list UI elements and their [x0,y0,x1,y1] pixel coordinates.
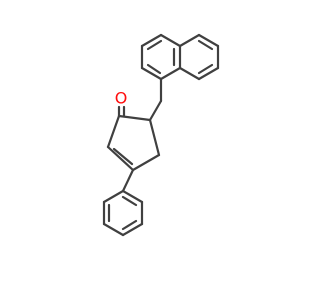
bond-ring-c5-c4 [106,145,135,172]
bond-phenyl-4 [121,222,144,237]
bond-ring-c1-c5 [106,114,121,149]
bond-ring-to-phenyl [121,168,135,193]
bond-naph-a1 [140,33,163,48]
bond-naph-b2 [197,33,220,48]
bond-naph-b-inner1 [197,39,214,51]
bond-naph-a-inner1 [146,39,163,51]
bond-naph-b4 [197,66,220,81]
molecule-structure: O [102,33,220,237]
bond-naph-a2 [159,33,182,48]
bond-naph-a-inner3 [146,63,162,75]
oxygen-label: O [115,89,128,108]
bond-ring-c3-c2 [148,118,161,157]
bond-phenyl-6 [121,189,144,204]
bond-ch2-to-ring [148,99,163,122]
bond-phenyl-1 [102,189,125,204]
bond-ring-c5-c4-double [112,147,134,166]
molecule-canvas: O [102,33,220,237]
bond-phenyl-3 [102,222,125,237]
bond-naph-b5 [178,66,201,81]
bond-naph-a4 [159,66,182,81]
bond-phenyl-inner2 [121,219,138,231]
bond-naph-a5 [140,66,163,81]
bond-ring-c4-c3 [131,153,161,172]
bond-naph-b1 [178,33,201,48]
bond-naph-b-inner2 [197,63,214,75]
bond-phenyl-inner3 [121,195,138,207]
